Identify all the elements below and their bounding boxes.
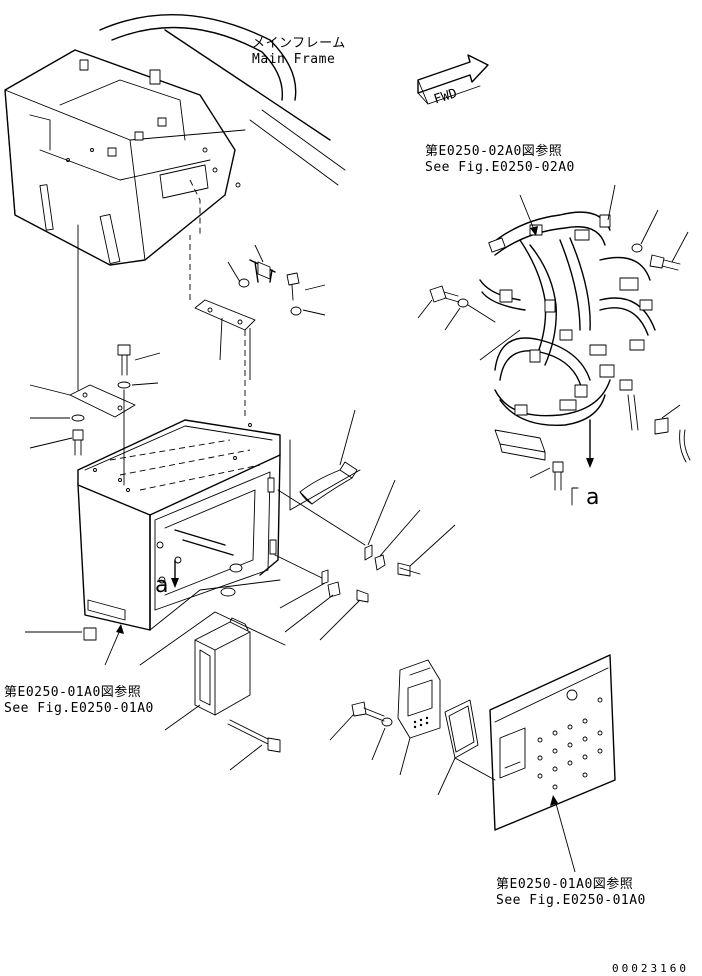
controller-unit (139, 611, 286, 771)
fwd-label: FWD (432, 86, 459, 108)
monitor-display (329, 659, 496, 796)
fwd-arrow-icon: FWD (417, 54, 489, 108)
ref-left-label: 第E0250-01A0図参照 See Fig.E0250-01A0 (4, 684, 154, 716)
marker-a-right: a (586, 485, 599, 510)
ref-left-label-jp: 第E0250-01A0図参照 (4, 684, 141, 700)
main-frame (4, 13, 346, 266)
control-box: a (25, 419, 281, 666)
ref-bottom-label: 第E0250-01A0図参照 See Fig.E0250-01A0 (496, 876, 646, 908)
ref-top-label-jp: 第E0250-02A0図参照 (425, 143, 562, 159)
ref-bottom-label-en: See Fig.E0250-01A0 (496, 893, 646, 908)
left-bolts (29, 224, 161, 486)
document-id: 00023160 (612, 962, 689, 975)
ref-top-label-en: See Fig.E0250-02A0 (425, 160, 575, 175)
main-frame-label-jp: メインフレーム (252, 36, 346, 51)
connector-hardware (274, 479, 456, 641)
bracket-bolts-top (189, 235, 326, 420)
ref-bottom-label-jp: 第E0250-01A0図参照 (496, 876, 633, 892)
cover-pad (289, 409, 361, 511)
main-frame-label: メインフレーム Main Frame (252, 36, 346, 67)
marker-a-left: a (155, 573, 168, 598)
wiring-harness: a (417, 184, 691, 510)
main-frame-label-en: Main Frame (252, 52, 335, 67)
ref-left-label-en: See Fig.E0250-01A0 (4, 701, 154, 716)
ref-top-label: 第E0250-02A0図参照 See Fig.E0250-02A0 (425, 143, 575, 175)
monitor-panel (489, 654, 616, 873)
